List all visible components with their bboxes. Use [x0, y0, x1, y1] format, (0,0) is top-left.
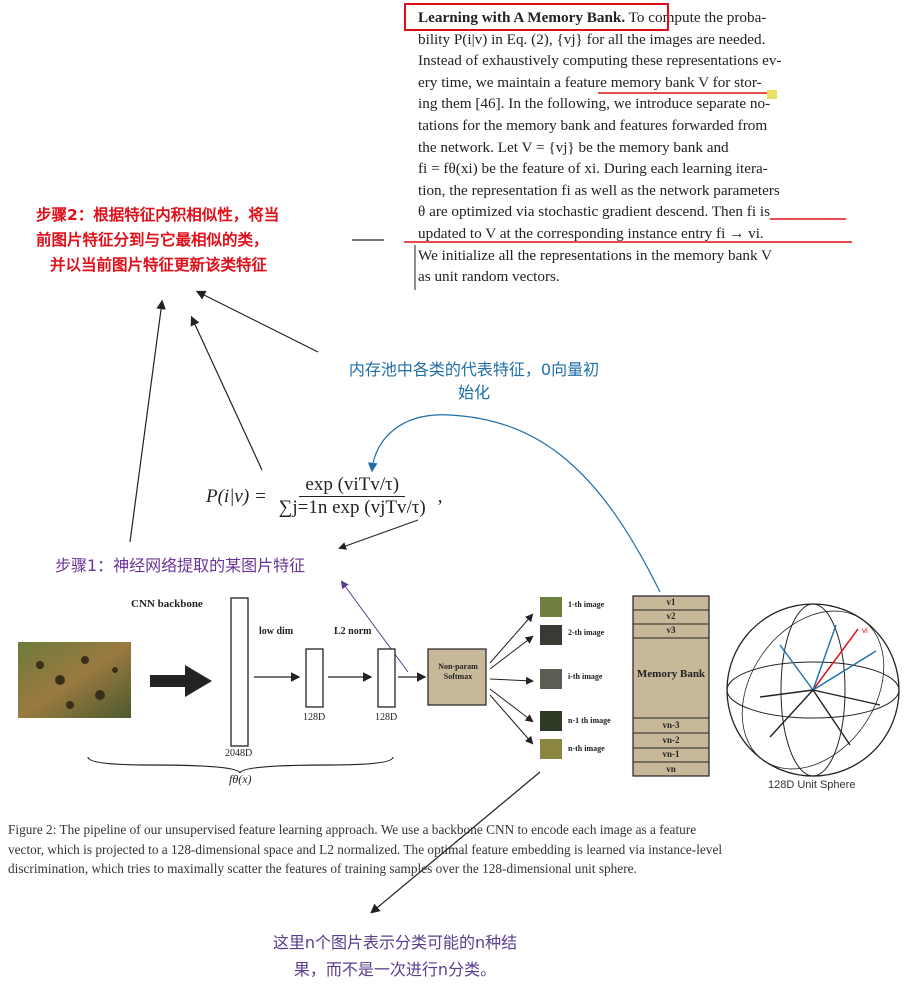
- arrow-formula-to-step2: [190, 315, 263, 471]
- f-theta-brace: [87, 756, 394, 774]
- bank-cell-n2: vn-2: [662, 735, 680, 745]
- arrow-step1-to-step2: [129, 299, 166, 543]
- thumb-2: [540, 625, 562, 645]
- memory-bank: [632, 595, 710, 777]
- step1-annotation: 步骤1：神经网络提取的某图片特征: [55, 556, 306, 575]
- section-heading: Learning with A Memory Bank.: [418, 9, 626, 26]
- formula-fraction: exp (viTv/τ) ∑j=1n exp (vjTv/τ): [273, 474, 432, 519]
- l2-norm-label: L2 norm: [334, 626, 372, 637]
- image-label-n1: n-1 th image: [568, 716, 611, 725]
- sphere-label: 128D Unit Sphere: [768, 779, 856, 791]
- paper-line-4: ery time, we maintain a feature memory b…: [418, 73, 762, 91]
- bank-cell-1: v1: [666, 597, 676, 607]
- paper-line-5: ing them [46]. In the following, we intr…: [418, 95, 771, 113]
- figure-caption: Figure 2: The pipeline of our unsupervis…: [8, 820, 914, 879]
- arrow-softmax-to-step1: [340, 580, 409, 673]
- low-dim-box: [305, 648, 324, 708]
- cnn-backbone-box: [230, 597, 249, 747]
- dim-2048-label: 2048D: [225, 748, 253, 759]
- thick-arrow: [150, 665, 212, 697]
- caption-line-3: discrimination, which tries to maximally…: [8, 861, 637, 876]
- image-label-n: n-th image: [568, 744, 605, 753]
- thumb-1: [540, 597, 562, 617]
- formula-denominator: ∑j=1n exp (vjTv/τ): [278, 497, 426, 518]
- leopard-spots: [36, 656, 118, 709]
- paper-line-13: as unit random vectors.: [418, 268, 560, 286]
- paper-line-12: We initialize all the representations in…: [418, 246, 773, 264]
- image-label-1: 1-th image: [568, 600, 605, 609]
- heading-highlight-box: [404, 3, 669, 31]
- bank-cell-n3: vn-3: [662, 720, 680, 730]
- citation-highlight: [767, 90, 777, 99]
- image-label-i: i-th image: [568, 672, 603, 681]
- pipeline-diagram: [18, 595, 900, 777]
- paper-line-9: tion, the representation fi as well as t…: [418, 181, 780, 199]
- image-label-2: 2-th image: [568, 628, 605, 637]
- paper-line-6: tations for the memory bank and features…: [418, 116, 768, 134]
- paper-paragraph: Learning with A Memory Bank. To compute …: [418, 7, 846, 288]
- memory-note-annotation: 内存池中各类的代表特征，0向量初 始化: [348, 360, 600, 402]
- thumb-i: [540, 669, 562, 689]
- cnn-backbone-label: CNN backbone: [131, 598, 203, 610]
- curve-bank-to-formula: [367, 414, 661, 593]
- softmax-box: [427, 648, 487, 706]
- dim-128b-label: 128D: [375, 712, 398, 723]
- arrow-to-denominator: [338, 519, 419, 550]
- thumb-n: [540, 739, 562, 759]
- paper-line-2: bility P(i|v) in Eq. (2), {vj} for all t…: [418, 30, 766, 48]
- probability-formula: P(i|v) = exp (viTv/τ) ∑j=1n exp (vjTv/τ)…: [206, 474, 442, 519]
- n-images-note: 这里n个图片表示分类可能的n种结 果，而不是一次进行n分类。: [272, 933, 518, 979]
- caption-line-2: vector, which is projected to a 128-dime…: [8, 841, 723, 857]
- paper-line-1: Learning with A Memory Bank. To compute …: [418, 9, 767, 26]
- paper-line-10: θ are optimized via stochastic gradient …: [418, 203, 770, 221]
- paper-line-11: updated to V at the corresponding instan…: [418, 224, 764, 242]
- arrow-images-to-note: [370, 771, 541, 914]
- bank-cell-n1: vn-1: [662, 749, 680, 759]
- sphere-vector-label: vi: [862, 626, 868, 635]
- low-dim-label: low dim: [259, 626, 294, 637]
- l2-norm-box: [377, 648, 396, 708]
- formula-numerator: exp (viTv/τ): [299, 474, 406, 497]
- softmax-label: Non-param Softmax: [438, 662, 478, 681]
- unit-sphere: [726, 603, 900, 777]
- paper-line-7: the network. Let V = {vj} be the memory …: [418, 138, 729, 156]
- arrow-note-to-step2: [195, 290, 319, 353]
- f-theta-label: fθ(x): [229, 772, 252, 786]
- paper-line-3: Instead of exhaustively computing these …: [418, 52, 782, 70]
- input-image: [18, 642, 131, 718]
- bank-cell-n: vn: [666, 764, 676, 774]
- bank-cell-3: v3: [666, 625, 676, 635]
- paper-line-8: fi = fθ(xi) be the feature of xi. During…: [418, 160, 768, 178]
- memory-bank-label: Memory Bank: [636, 668, 706, 680]
- step2-annotation: 步骤2：根据特征内积相似性，将当 前图片特征分到与它最相似的类， 并以当前图片特…: [36, 206, 280, 274]
- formula-lhs: P(i|v) =: [206, 485, 267, 507]
- dim-128a-label: 128D: [303, 712, 326, 723]
- formula-comma: ,: [437, 485, 443, 507]
- thumb-n1: [540, 711, 562, 731]
- caption-line-1: Figure 2: The pipeline of our unsupervis…: [8, 822, 697, 837]
- bank-cell-2: v2: [666, 611, 676, 621]
